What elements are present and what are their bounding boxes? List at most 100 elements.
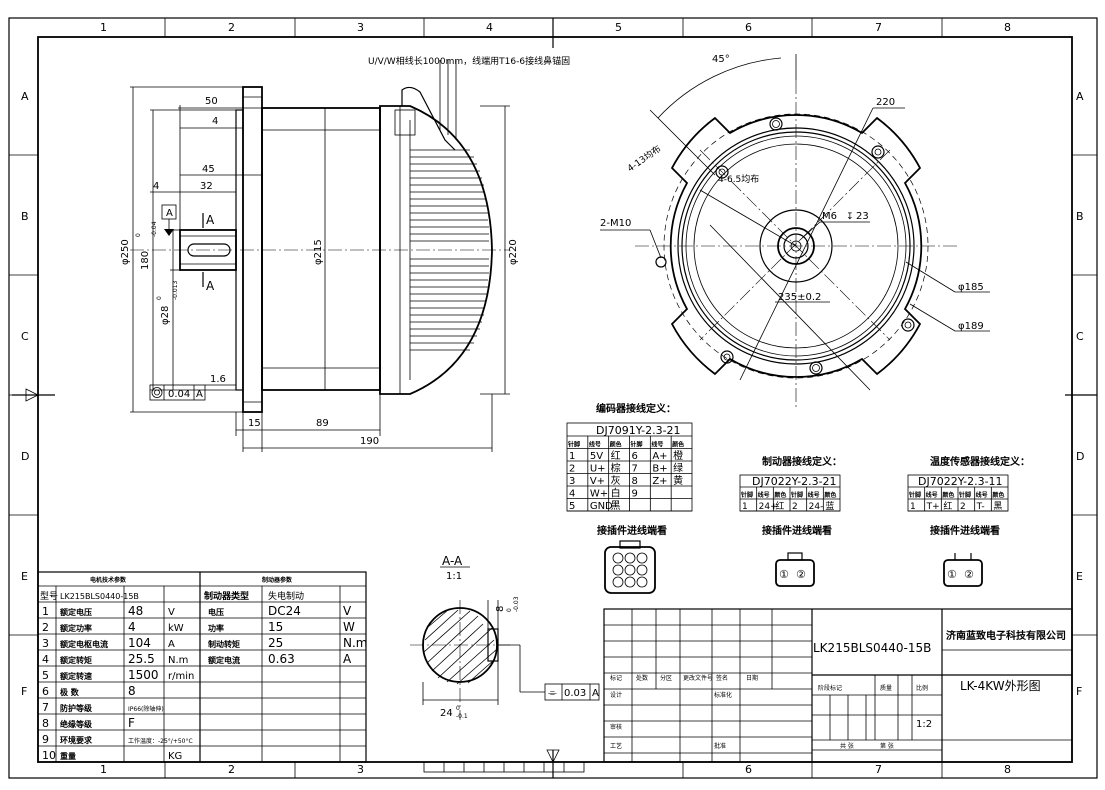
section-mark-bottom: A — [206, 279, 215, 293]
phi-outer: 220 — [876, 97, 895, 108]
wiring-cell: 9 — [632, 489, 638, 500]
wiring-cell: 白 — [611, 487, 621, 500]
param-cell: 额定功率 — [60, 623, 92, 633]
section-title: A-A — [442, 554, 463, 568]
param-cell: 绝缘等级 — [60, 719, 93, 729]
param-cell: 25.5 — [128, 652, 155, 666]
section-scale: 1:1 — [446, 571, 462, 582]
section-a-a: A-A 1:1 — [410, 554, 600, 720]
col-label: 7 — [875, 763, 882, 776]
col-label: 8 — [1004, 763, 1011, 776]
wiring-cell: 1 — [910, 502, 916, 512]
svg-text:↧: ↧ — [846, 212, 854, 222]
param-cell: 防护等级 — [60, 703, 93, 713]
wiring-header: 线号 — [808, 491, 820, 499]
wiring-cell: 橙 — [673, 449, 683, 462]
wiring-header: 线号 — [976, 491, 988, 499]
dim-phi215: φ215 — [313, 239, 324, 265]
runout-value: 0.04 — [168, 389, 190, 400]
angle-45: 45° — [712, 54, 730, 65]
param-cell: r/min — [168, 671, 194, 682]
param-cell: 10 — [42, 749, 56, 762]
wiring-cell: 5 — [569, 501, 575, 512]
tb-total: 共 张 — [840, 742, 854, 750]
param-cell: 9 — [42, 733, 49, 746]
depth-tol-bot: -0.1 — [456, 713, 468, 720]
row-label: D — [21, 450, 29, 463]
row-label: C — [1076, 330, 1084, 343]
symmetry-icon: ⌯ — [548, 686, 557, 699]
key-depth: 24 — [440, 708, 453, 719]
dim-1-6: 1.6 — [210, 374, 226, 385]
wiring-cell: Z+ — [652, 476, 667, 487]
wiring-cell: 4 — [569, 489, 575, 500]
phi-189: φ189 — [958, 321, 984, 332]
param-cell: 制动器类型 — [204, 590, 249, 602]
dim-spigot: 180 — [140, 251, 151, 270]
depth-tol-top: 0 — [456, 705, 460, 712]
wiring-cell: 2 — [792, 502, 798, 512]
wiring-header: 线号 — [651, 441, 663, 449]
row-label: C — [21, 330, 29, 343]
center-ruler — [423, 761, 585, 773]
param-cell: 4 — [128, 620, 136, 634]
grid-labels: 1 2 3 4 5 6 7 8 1 2 3 6 7 8 A B C D E F … — [21, 21, 1084, 776]
brake-title: 制动器接线定义： — [762, 455, 842, 468]
tb-check: 审核 — [610, 723, 622, 731]
dim-phi220: φ220 — [508, 239, 519, 265]
row-label: B — [21, 210, 29, 223]
tb-stage: 阶段标记 — [818, 684, 842, 692]
phi-185: φ185 — [958, 282, 984, 293]
wiring-cell: 1 — [742, 502, 748, 512]
temp-pin-1: ① — [947, 568, 957, 581]
wiring-cell: 灰 — [611, 474, 621, 487]
wiring-cell: A+ — [652, 451, 667, 462]
wiring-cell: 黄 — [673, 474, 683, 487]
col-label: 5 — [615, 21, 622, 34]
dim-4-left: 4 — [153, 181, 159, 192]
motor-header: 电机技术参数 — [90, 576, 127, 584]
dim-spigot-tol-top: 0 — [135, 233, 142, 237]
param-cell: 6 — [42, 685, 49, 698]
tb-mark: 标记 — [610, 674, 622, 682]
param-cell: 额定转速 — [60, 671, 92, 681]
tb-zone: 分区 — [660, 674, 672, 682]
wiring-header: 颜色 — [824, 491, 836, 499]
param-cell: 极 数 — [60, 687, 80, 697]
param-cell: 25 — [268, 636, 283, 650]
dim-45: 45 — [202, 164, 215, 175]
col-label: 6 — [745, 763, 752, 776]
row-label: E — [1076, 570, 1083, 583]
param-cell: N.m — [343, 636, 367, 650]
param-cell: 额定电流 — [208, 655, 240, 665]
side-view-dims: 50 4 45 32 4 A A A φ250 180 0 -0.04 φ28 … — [120, 96, 519, 447]
dim-32: 32 — [200, 181, 213, 192]
wiring-header: 针脚 — [791, 491, 803, 499]
wiring-cell: 红 — [611, 449, 621, 462]
param-cell: 额定电枢电流 — [60, 639, 108, 649]
param-cell: 电压 — [208, 607, 224, 617]
wiring-header: 线号 — [589, 441, 601, 449]
section-mark-top: A — [206, 213, 215, 227]
front-view-dims: 45° 4-13均布 4-6.5均布 2-M10 M6 ↧ 23 220 235… — [600, 54, 984, 332]
row-label: F — [1076, 685, 1082, 698]
tb-date: 日期 — [746, 674, 758, 682]
title-block — [603, 608, 1073, 763]
datum-a-label: A — [166, 208, 173, 219]
row-label: A — [21, 90, 29, 103]
param-cell: 额定转矩 — [60, 655, 92, 665]
wiring-cell: 3 — [569, 476, 575, 487]
temp-connector-icon — [943, 553, 983, 587]
brake-header: 制动器参数 — [262, 576, 293, 584]
row-label: E — [21, 570, 28, 583]
thread-depth: 23 — [856, 211, 869, 222]
brake-pin-1: ① — [779, 568, 789, 581]
wiring-cell: T+ — [926, 502, 940, 512]
tb-count: 处数 — [636, 674, 648, 682]
bolt-holes-inner: 4-6.5均布 — [718, 173, 759, 185]
param-cell: 重量 — [60, 751, 76, 761]
